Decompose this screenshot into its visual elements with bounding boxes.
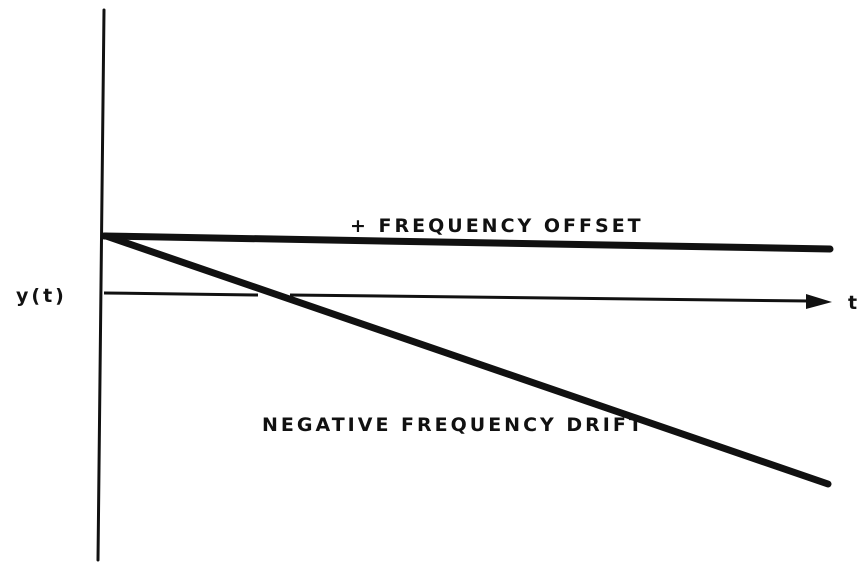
y-axis-label: y(t) — [16, 285, 67, 307]
frequency-drift-line — [102, 232, 832, 488]
frequency-drift-label: NEGATIVE FREQUENCY DRIFT — [262, 414, 645, 436]
time-axis-arrowhead — [806, 294, 832, 309]
time-axis-right-segment — [289, 293, 811, 303]
frequency-offset-label: + FREQUENCY OFFSET — [350, 215, 644, 237]
y-axis — [96, 8, 106, 562]
time-axis-left-segment — [103, 291, 259, 297]
frequency-offset-line — [100, 232, 834, 253]
x-axis-label: t — [848, 292, 857, 314]
